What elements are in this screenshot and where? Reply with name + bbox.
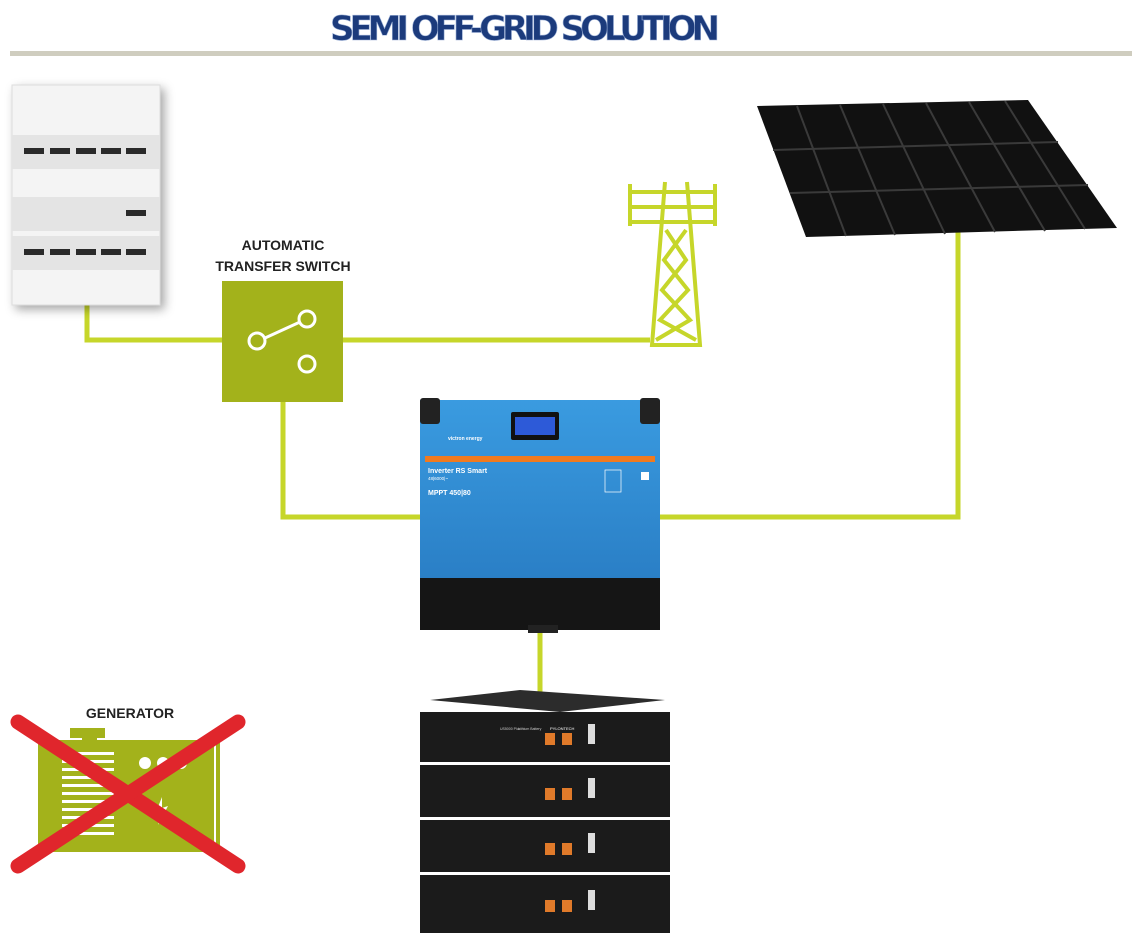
battery-type: Lithium Battery [518,727,542,731]
wire-inverter-to-solar [660,230,961,520]
inverter-brand: victron energy [448,436,483,442]
page-title: SEMI OFF-GRID SOLUTION [330,9,720,49]
battery-module [420,765,670,817]
ats-label-line1: AUTOMATIC [242,237,325,253]
ats-label-line2: TRANSFER SWITCH [215,258,350,274]
battery-module: US5000 Plus Lithium Battery PYLONTECH [420,690,670,762]
inverter-model: Inverter RS Smart [428,468,488,475]
switch-icon [247,309,317,374]
battery-module [420,875,670,933]
wire-panel-to-ats [84,300,224,343]
wire-ats-to-inverter [280,400,420,520]
solar-panel-icon [757,100,1117,237]
power-pylon-icon [628,181,717,347]
automatic-transfer-switch [222,281,343,402]
cross-icon [10,714,246,874]
wiring [84,230,961,697]
title-rule [10,51,1132,56]
inverter: victron energy Inverter RS Smart 48|6000… [420,398,660,633]
inverter-mppt: MPPT 450|80 [428,490,471,497]
battery-stack: US5000 Plus Lithium Battery PYLONTECH [420,690,670,933]
generator-label: GENERATOR [86,705,174,721]
battery-module [420,820,670,872]
battery-model: US5000 Plus [500,727,521,731]
inverter-rating: 48|6000|~ [428,476,448,481]
breaker-panel-icon [11,84,161,306]
battery-brand: PYLONTECH [550,726,575,731]
